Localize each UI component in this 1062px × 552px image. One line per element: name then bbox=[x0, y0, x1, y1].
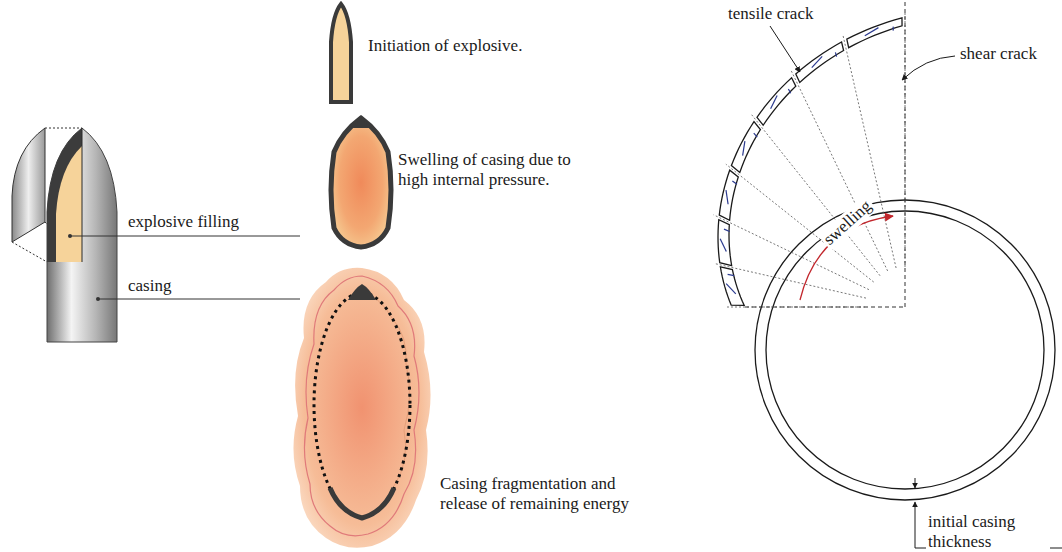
thickness-label: initial casing thickness bbox=[926, 512, 1050, 552]
leader-line bbox=[902, 56, 955, 80]
cut-piece bbox=[12, 128, 82, 262]
fragmentation-burst bbox=[293, 268, 430, 548]
part-label: explosive filling bbox=[128, 212, 239, 232]
stage-caption: Swelling of casing due to high internal … bbox=[398, 150, 583, 190]
crack-label: shear crack bbox=[958, 44, 1039, 64]
shell-body bbox=[47, 128, 117, 342]
part-label: casing bbox=[128, 276, 171, 296]
crack-label: tensile crack bbox=[726, 4, 815, 24]
swollen-segments bbox=[714, 11, 905, 307]
initiation-shell bbox=[331, 4, 351, 102]
swelling-shell bbox=[331, 118, 391, 247]
swelling-label: swelling bbox=[818, 195, 877, 251]
stage-caption: Casing fragmentation and release of rema… bbox=[440, 474, 640, 514]
leader-dot bbox=[96, 297, 100, 301]
leader-line bbox=[770, 26, 800, 72]
casing-ring bbox=[745, 2, 1055, 500]
leader-dot bbox=[68, 234, 72, 238]
leader-line bbox=[70, 236, 300, 237]
leader-line bbox=[98, 299, 300, 300]
stage-caption: Initiation of explosive. bbox=[368, 36, 522, 56]
